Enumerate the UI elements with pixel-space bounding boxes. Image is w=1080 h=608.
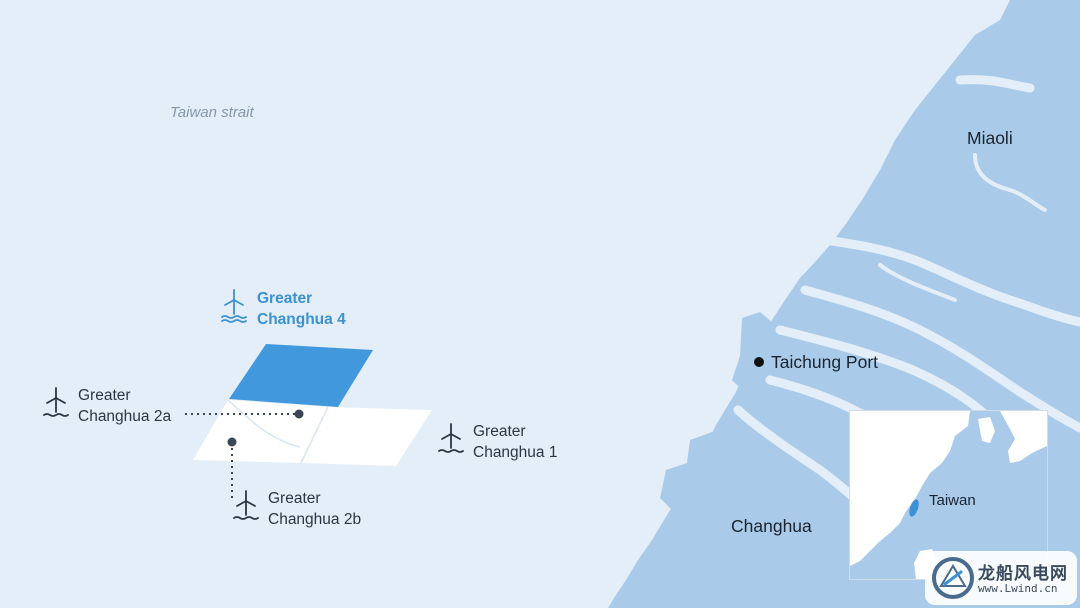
wind-turbine-icon: [221, 289, 247, 323]
wind-turbine-icon: [233, 490, 259, 520]
sea-label: Taiwan strait: [170, 104, 254, 121]
taichung-port-dot: [754, 357, 764, 367]
river-thin: [878, 153, 1047, 302]
zone-greater-changhua-2[interactable]: [193, 400, 328, 463]
zone-greater-changhua-4[interactable]: [229, 344, 373, 407]
harbor-piece: [732, 312, 772, 388]
watermark-badge: [925, 551, 1077, 605]
site-label-line1: Greater: [473, 423, 526, 440]
city-label-miaoli: Miaoli: [967, 128, 1013, 148]
site-label-line2: Changhua 4: [257, 311, 346, 328]
wind-turbine-icon: [438, 423, 464, 453]
city-label-changhua: Changhua: [731, 516, 812, 536]
watermark-logo-icon: [932, 557, 974, 599]
harbor-piece: [686, 432, 722, 478]
city-label-taichung-port: Taichung Port: [771, 352, 879, 372]
zone-borders: [227, 399, 329, 464]
watermark-url: www.Lwind.cn: [978, 582, 1058, 595]
site-label-line2: Changhua 2b: [268, 511, 362, 528]
site-label-line2: Changhua 2a: [78, 408, 172, 425]
site-label-line1: Greater: [268, 490, 321, 507]
site-label-line2: Changhua 1: [473, 444, 558, 461]
site-label-line1: Greater: [78, 387, 131, 404]
inset-korea: [978, 417, 995, 443]
gc2a-marker-dot: [294, 409, 304, 419]
harbor-piece: [660, 462, 700, 510]
wind-turbine-icon: [43, 387, 69, 417]
site-label-gc2b[interactable]: Greater Changhua 2b: [268, 488, 361, 530]
site-label-line1: Greater: [257, 290, 313, 307]
site-label-gc4[interactable]: Greater Changhua 4: [257, 288, 346, 330]
gc2b-marker-dot: [227, 437, 237, 447]
site-label-gc2a[interactable]: Greater Changhua 2a: [78, 385, 171, 427]
site-label-gc1[interactable]: Greater Changhua 1: [473, 421, 557, 463]
watermark-title: 龙船风电网: [978, 564, 1068, 583]
inset-japan: [1000, 411, 1047, 463]
inset-mainland: [850, 411, 970, 566]
inset-taiwan-highlight: [909, 499, 919, 517]
inset-label-taiwan: Taiwan: [929, 492, 976, 509]
zone-greater-changhua-1[interactable]: [301, 407, 432, 466]
